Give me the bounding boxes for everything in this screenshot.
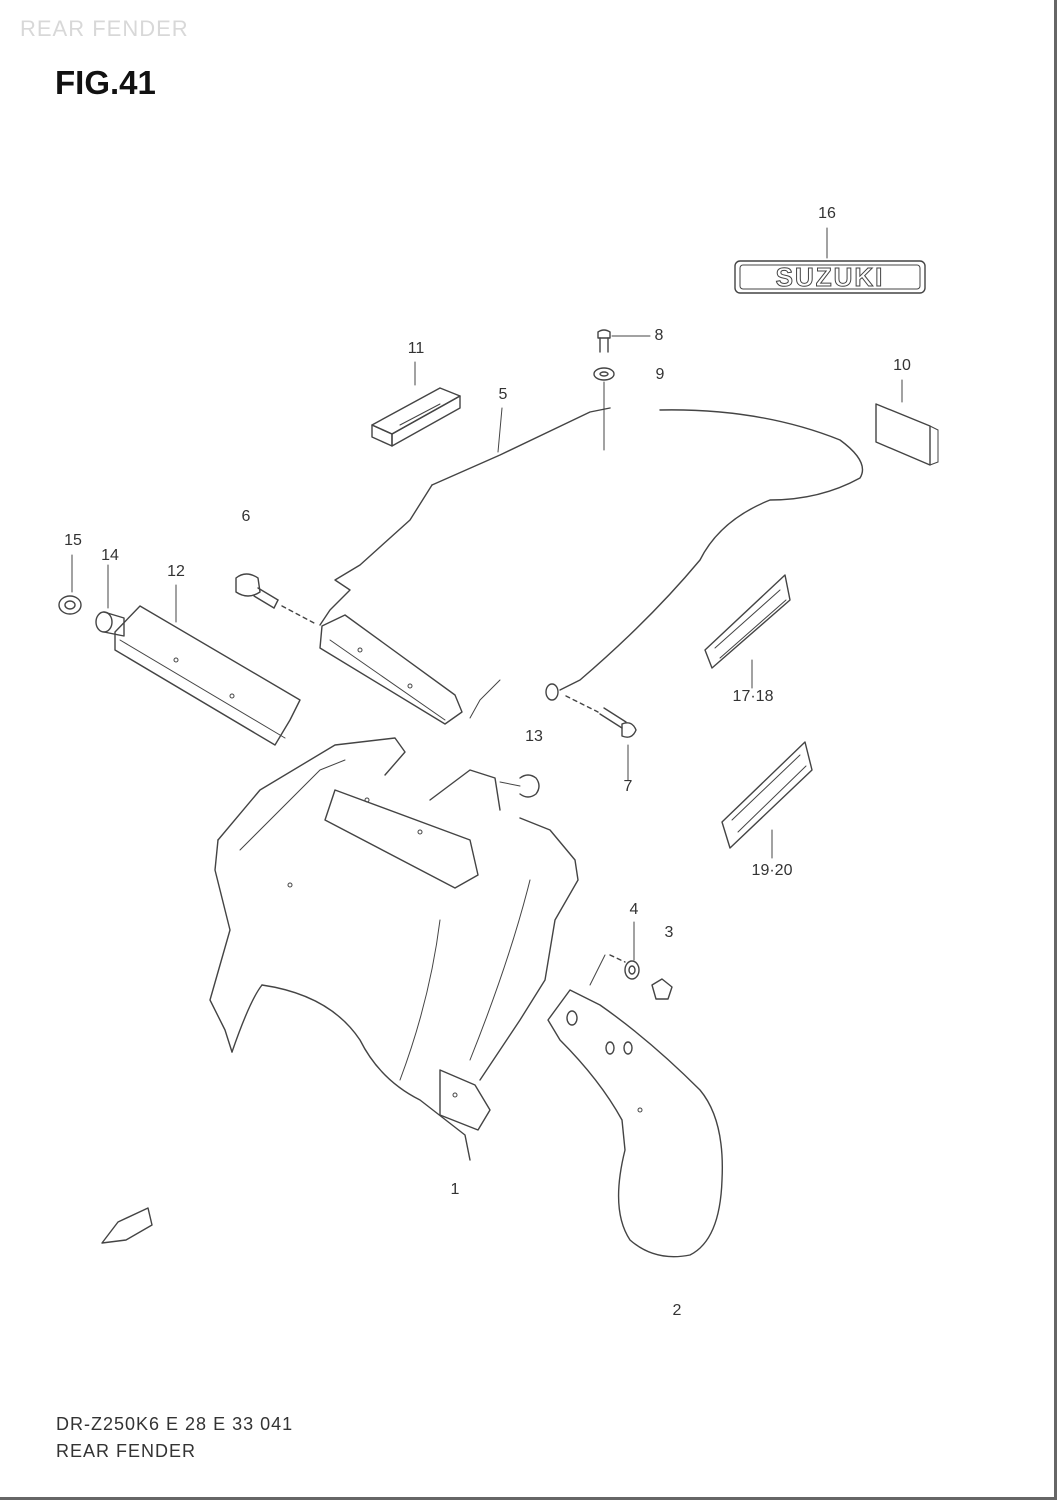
part-9-washer: [593, 367, 615, 451]
cover-bracket: [319, 614, 463, 725]
part-10-pad: [875, 379, 939, 466]
suzuki-decal-text: SUZUKI: [776, 262, 885, 292]
figure-title: FIG.41: [55, 64, 156, 101]
part-4-washer: [624, 921, 640, 980]
callout-16: 16: [818, 205, 836, 222]
callout-7: 7: [623, 778, 633, 795]
callout-1: 1: [450, 1181, 460, 1198]
part-19-20-decal: [721, 741, 813, 859]
callout-6: 6: [241, 508, 251, 525]
callout-2: 2: [672, 1302, 682, 1319]
callout-14: 14: [101, 547, 119, 564]
callout-8: 8: [654, 327, 664, 344]
page-watermark: REAR FENDER: [20, 16, 189, 41]
callout-11: 11: [407, 340, 425, 357]
fwd-arrow-icon: FWD: [101, 1207, 153, 1244]
part-13-grommet: [499, 683, 559, 798]
callout-12: 12: [167, 563, 185, 580]
part-2-mudflap: [547, 954, 724, 1258]
callout-9: 9: [655, 366, 665, 383]
model-code: DR-Z250K6 E 28 E 33 041: [56, 1414, 294, 1434]
part-16-suzuki-decal: SUZUKI: [734, 227, 926, 294]
section-name: REAR FENDER: [56, 1441, 197, 1461]
part-6-bolt: [235, 573, 317, 625]
part-5-cover: [319, 407, 864, 719]
part-14-collar: [95, 564, 125, 637]
part-1-rear-fender: [209, 737, 579, 1161]
callout-5: 5: [498, 386, 508, 403]
callout-3: 3: [664, 924, 674, 941]
part-12-bracket: [114, 584, 301, 746]
callout-10: 10: [893, 357, 911, 374]
callout-4: 4: [629, 901, 639, 918]
callout-13: 13: [525, 728, 543, 745]
part-3-bolt: [609, 954, 673, 1000]
page-border-bottom: [0, 1497, 1057, 1500]
part-7-screw: [565, 695, 637, 781]
part-8-bolt: [597, 329, 651, 353]
part-17-18-decal: [704, 574, 791, 689]
part-15-nut: [58, 554, 82, 615]
callout-17-18: 17·18: [732, 688, 774, 705]
callout-15: 15: [64, 532, 82, 549]
callout-19-20: 19·20: [751, 862, 793, 879]
part-11-pad: [371, 361, 461, 447]
page-border-right: [1054, 0, 1057, 1500]
